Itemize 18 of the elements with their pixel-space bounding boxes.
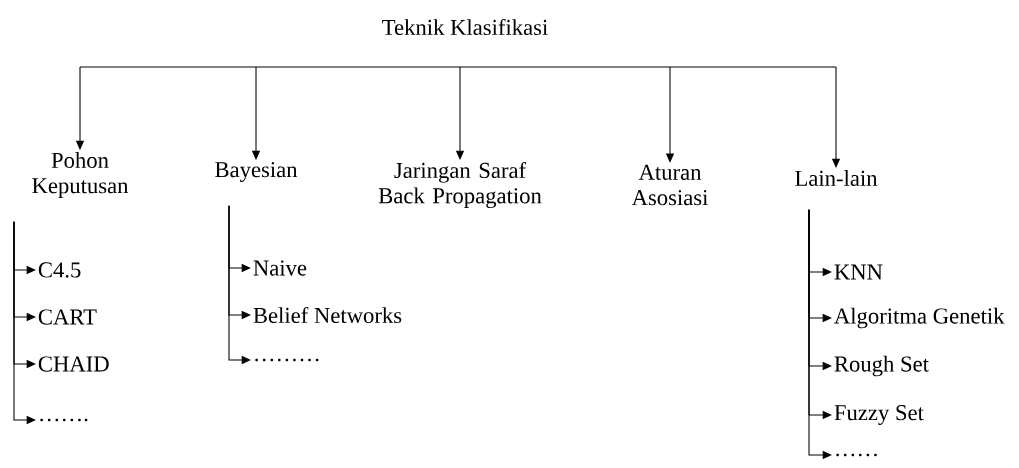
diagram-title: Teknik Klasifikasi xyxy=(382,18,548,36)
method-label: ……. xyxy=(40,418,88,422)
category-label: Aturan Asosiasi xyxy=(631,164,708,206)
method-label: Naive xyxy=(253,260,307,276)
method-label: CART xyxy=(38,309,97,325)
method-label: …… xyxy=(836,453,877,457)
category-label: Lain-lain xyxy=(795,170,878,186)
method-label: C4.5 xyxy=(38,262,81,278)
method-label: Belief Networks xyxy=(253,306,402,324)
method-label: KNN xyxy=(834,264,883,280)
method-label: Fuzzy Set xyxy=(834,405,924,425)
method-label: ……… xyxy=(255,358,319,362)
category-label: Bayesian xyxy=(215,162,298,182)
method-label: Rough Set xyxy=(834,355,929,377)
category-label: Jaringan Saraf Back Propagation xyxy=(378,161,542,209)
method-label: CHAID xyxy=(38,356,109,372)
category-label: Pohon Keputusan xyxy=(32,152,129,198)
method-label: Algoritma Genetik xyxy=(834,307,1005,329)
